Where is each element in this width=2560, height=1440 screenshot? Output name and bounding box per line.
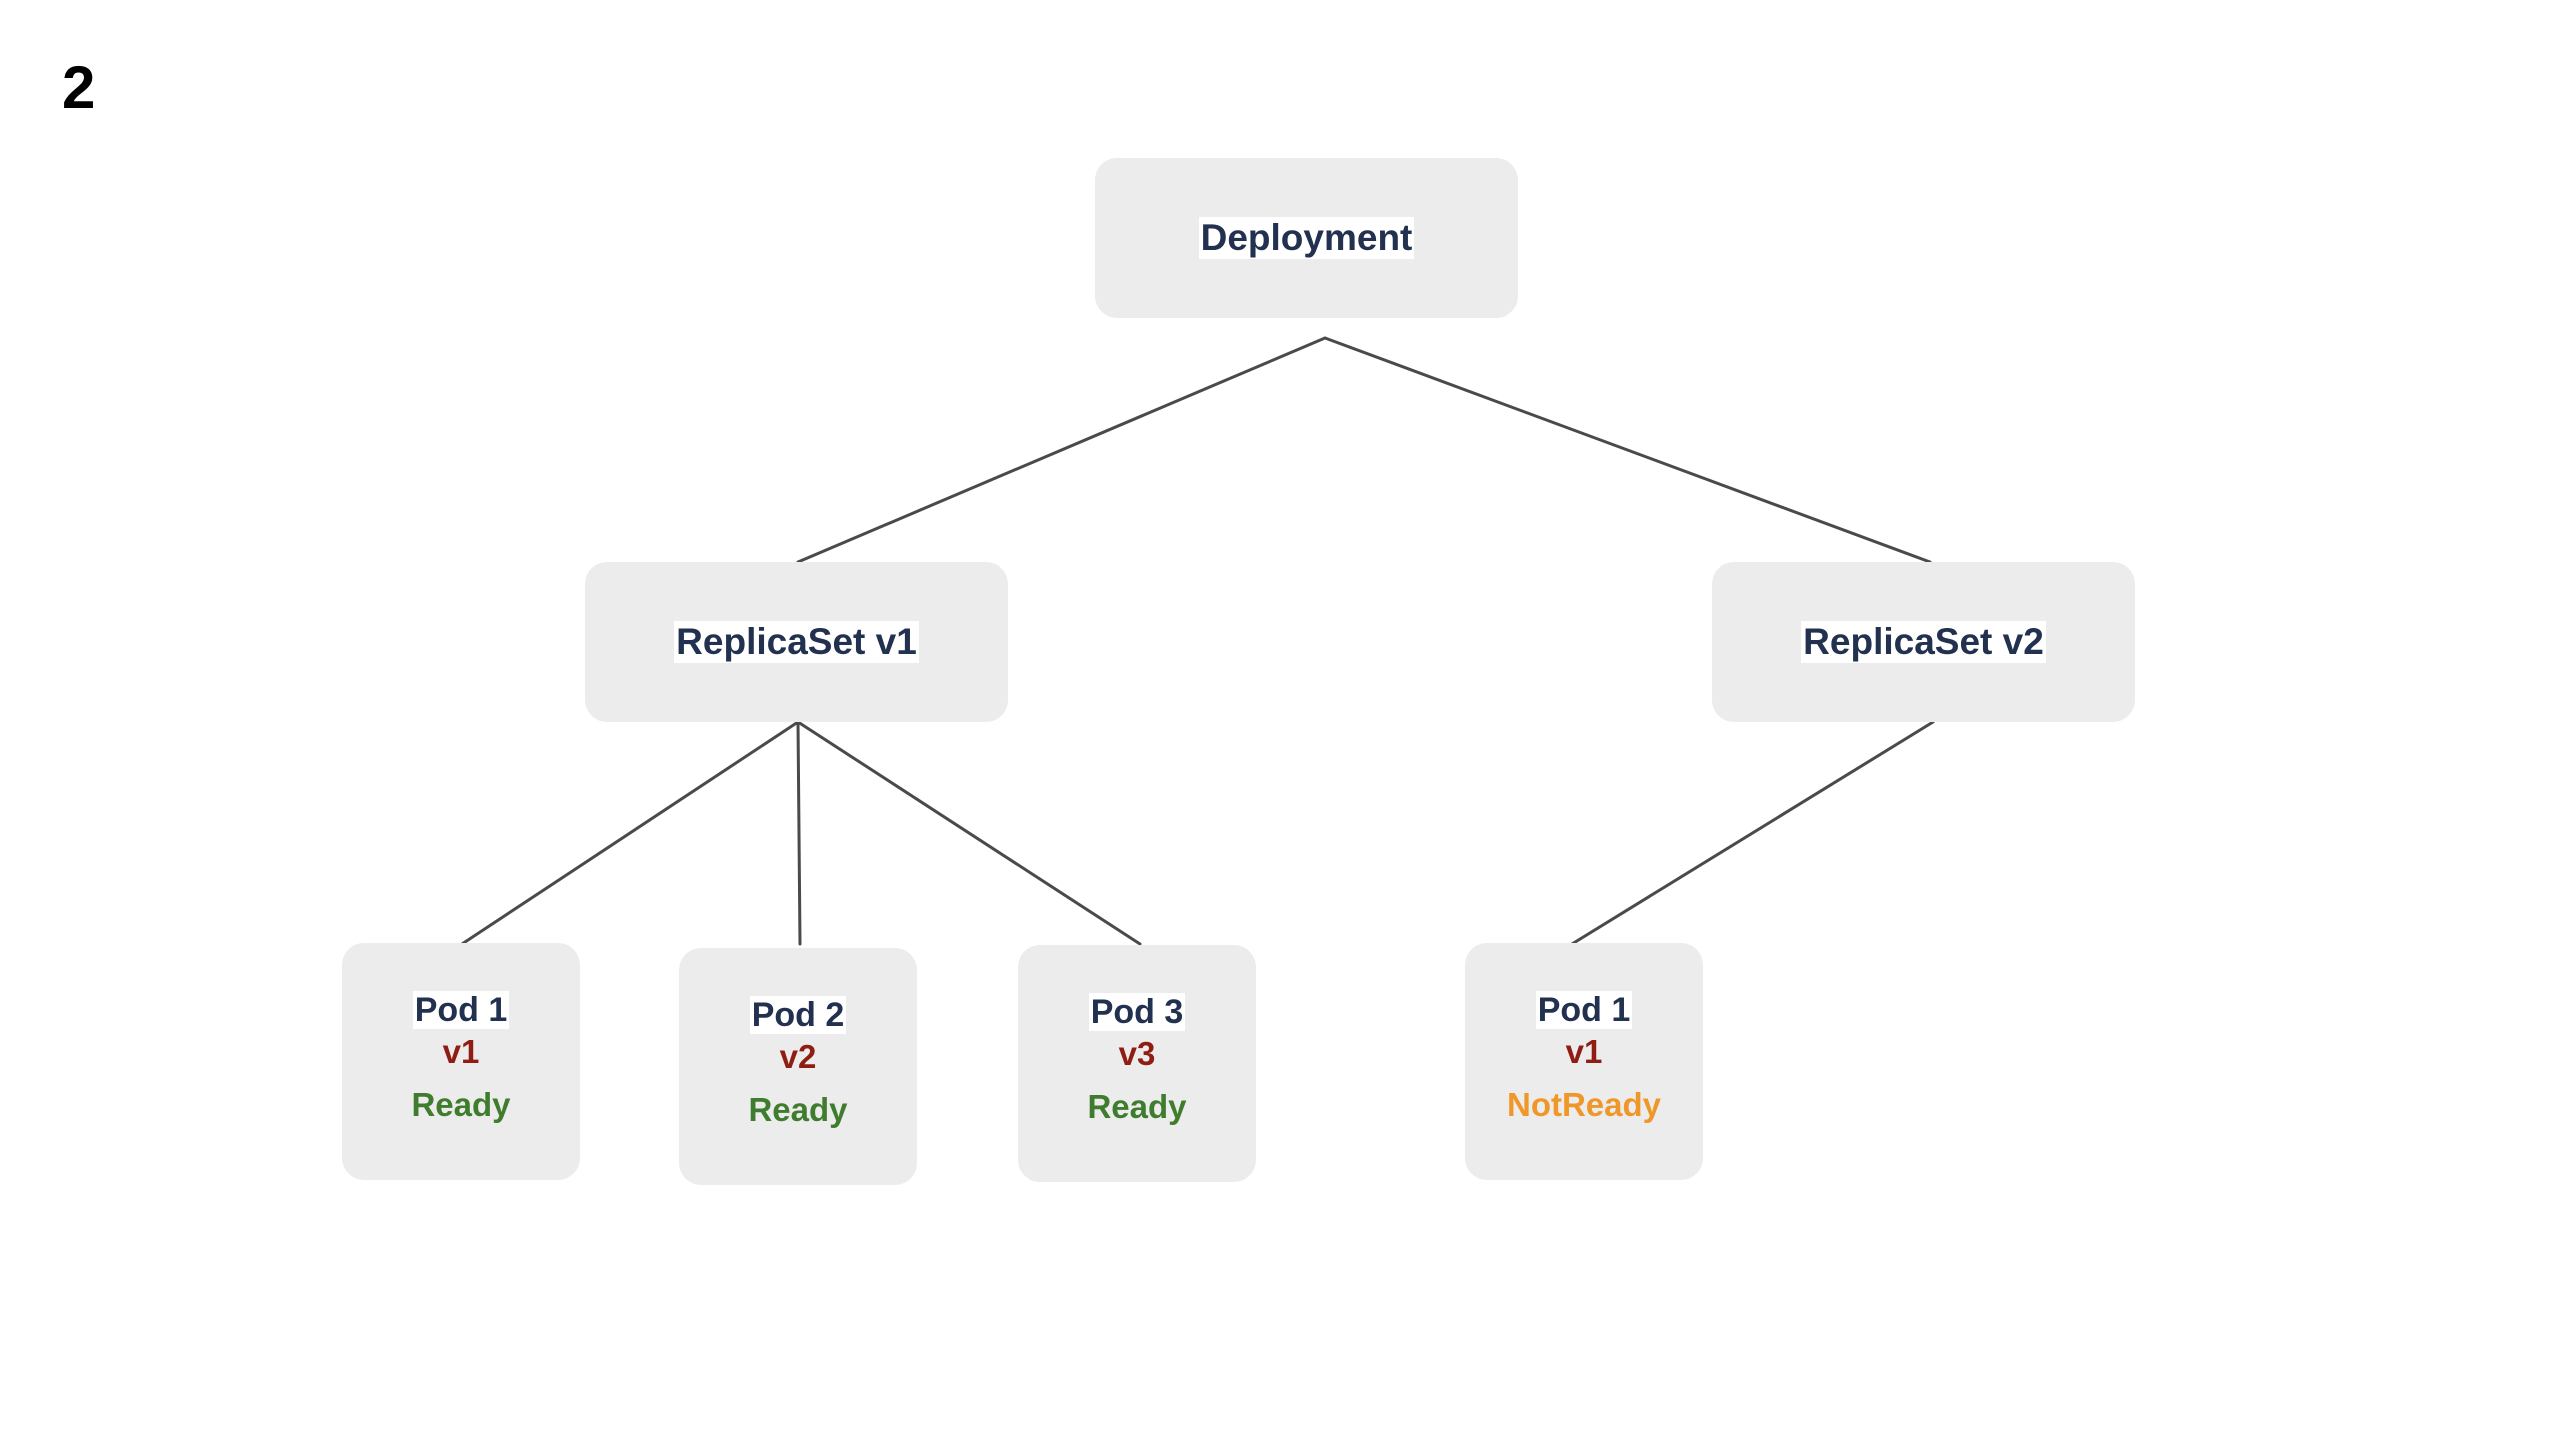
pod-title: Pod 1 — [412, 991, 510, 1030]
deployment-node-label: Deployment — [1198, 217, 1415, 259]
pod-status-badge: Ready — [1087, 1088, 1187, 1126]
pod-rs1-2-node[interactable]: Pod 2 v2 Ready — [679, 948, 917, 1185]
deployment-node[interactable]: Deployment — [1095, 158, 1518, 318]
pod-version: v2 — [779, 1038, 817, 1076]
replicaset-v1-node-label: ReplicaSet v1 — [674, 621, 919, 663]
step-number-label: 2 — [62, 54, 95, 121]
replicaset-v1-node[interactable]: ReplicaSet v1 — [585, 562, 1008, 722]
pod-version: v1 — [442, 1033, 480, 1071]
pod-title: Pod 2 — [749, 996, 847, 1035]
pod-title: Pod 3 — [1088, 993, 1186, 1032]
edge-rs-v1-to-pod-3 — [796, 720, 1142, 946]
pod-title: Pod 1 — [1535, 991, 1633, 1030]
edge-deployment-to-rs-v2 — [1323, 336, 1932, 564]
edge-rs-v2-to-pod-1 — [1570, 720, 1935, 946]
pod-status-badge: NotReady — [1506, 1086, 1662, 1124]
pod-version: v1 — [1565, 1033, 1603, 1071]
pod-rs2-1-node[interactable]: Pod 1 v1 NotReady — [1465, 943, 1703, 1180]
pod-status-badge: Ready — [748, 1091, 848, 1129]
edge-rs-v1-to-pod-2 — [796, 720, 802, 946]
replicaset-v2-node-label: ReplicaSet v2 — [1801, 621, 2046, 663]
edge-rs-v1-to-pod-1 — [460, 720, 800, 946]
pod-rs1-3-node[interactable]: Pod 3 v3 Ready — [1018, 945, 1256, 1182]
pod-rs1-1-node[interactable]: Pod 1 v1 Ready — [342, 943, 580, 1180]
edge-deployment-to-rs-v1 — [796, 336, 1327, 564]
pod-status-badge: Ready — [411, 1086, 511, 1124]
pod-version: v3 — [1118, 1035, 1156, 1073]
replicaset-v2-node[interactable]: ReplicaSet v2 — [1712, 562, 2135, 722]
